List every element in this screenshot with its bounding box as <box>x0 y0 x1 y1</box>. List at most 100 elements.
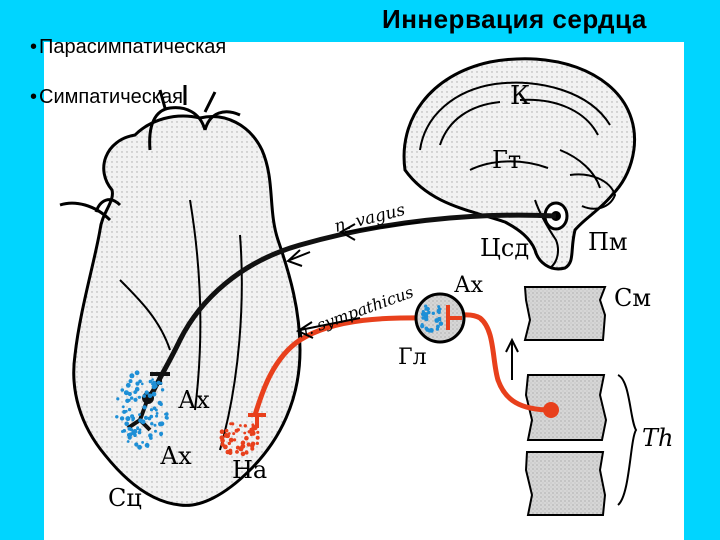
acetylcholine-dot <box>127 398 131 402</box>
acetylcholine-dot <box>137 395 141 399</box>
acetylcholine-dot <box>138 379 142 384</box>
noradrenaline-dot <box>240 443 246 449</box>
label-sympathicus: n. sympathicus <box>295 282 416 342</box>
acetylcholine-dot <box>126 440 130 443</box>
acetylcholine-dot <box>141 441 145 444</box>
noradrenaline-dot <box>231 422 235 426</box>
label-heart-na: На <box>232 456 267 484</box>
label-ganglion: Гл <box>398 345 427 370</box>
bullet-sympathetic-text: Симпатическая <box>39 86 183 108</box>
noradrenaline-dot <box>233 438 237 442</box>
bullet-marker: • <box>30 36 38 58</box>
acetylcholine-dot <box>424 317 429 322</box>
acetylcholine-dot <box>120 388 125 392</box>
acetylcholine-dot <box>164 415 169 420</box>
acetylcholine-dot <box>131 418 135 422</box>
acetylcholine-dot <box>134 370 140 376</box>
acetylcholine-dot <box>116 397 120 401</box>
acetylcholine-dot <box>125 416 131 422</box>
acetylcholine-dot <box>129 428 134 432</box>
noradrenaline-dot <box>243 431 247 435</box>
acetylcholine-dot <box>420 323 424 326</box>
noradrenaline-dot <box>244 435 249 441</box>
acetylcholine-dot <box>437 305 441 309</box>
vagus-fiber <box>147 212 557 400</box>
noradrenaline-dot <box>219 429 225 435</box>
acetylcholine-dot <box>437 316 442 321</box>
acetylcholine-dot <box>115 415 119 419</box>
acetylcholine-dot <box>133 397 138 402</box>
label-spinal-cord: См <box>614 284 651 312</box>
noradrenaline-dot <box>227 432 231 435</box>
acetylcholine-dot <box>160 388 165 392</box>
acetylcholine-dot <box>138 428 142 432</box>
acetylcholine-dot <box>130 396 134 400</box>
acetylcholine-dot <box>156 380 161 385</box>
noradrenaline-dot <box>240 440 246 445</box>
acetylcholine-dot <box>119 416 125 421</box>
acetylcholine-dot <box>122 409 127 414</box>
acetylcholine-dot <box>132 429 138 434</box>
label-vagus: n. vagus <box>332 200 407 237</box>
acetylcholine-dot <box>151 378 154 381</box>
acetylcholine-dot <box>127 407 132 412</box>
acetylcholine-dot <box>136 426 140 430</box>
noradrenaline-dot <box>255 435 260 440</box>
ganglion-synapse <box>446 305 462 330</box>
noradrenaline-dot <box>243 424 247 428</box>
acetylcholine-dot <box>133 390 138 394</box>
acetylcholine-dot <box>137 444 143 450</box>
acetylcholine-dot <box>155 412 159 415</box>
acetylcholine-dot <box>125 382 131 388</box>
label-cortex: К <box>510 81 530 111</box>
acetylcholine-dot <box>121 405 125 409</box>
label-heart: Сц <box>108 484 142 512</box>
acetylcholine-dot <box>128 379 133 384</box>
acetylcholine-dots-ganglion <box>420 304 444 333</box>
acetylcholine-dot <box>425 327 430 332</box>
acetylcholine-dot <box>142 394 146 398</box>
ascending-arrow <box>505 337 519 380</box>
acetylcholine-dot <box>155 414 159 418</box>
acetylcholine-dot <box>154 429 157 433</box>
acetylcholine-dot <box>138 413 141 416</box>
noradrenaline-dot <box>255 441 259 445</box>
sympathetic-terminal <box>248 413 266 428</box>
acetylcholine-dot <box>129 373 135 379</box>
acetylcholine-dot <box>159 431 164 436</box>
noradrenaline-dot <box>249 427 253 432</box>
noradrenaline-dot <box>246 442 251 447</box>
acetylcholine-dot <box>123 390 129 396</box>
acetylcholine-dot <box>134 386 140 392</box>
acetylcholine-dot <box>148 379 153 384</box>
bullet-parasympathetic-text: Парасимпатическая <box>39 36 227 58</box>
label-heart-ach-upper: Ах <box>178 386 210 414</box>
sympathetic-postganglionic <box>252 315 441 416</box>
thoracic-bracket <box>617 374 638 506</box>
acetylcholine-dot <box>421 316 426 320</box>
noradrenaline-dot <box>235 450 239 454</box>
noradrenaline-dot <box>240 451 246 457</box>
acetylcholine-dot <box>146 445 150 448</box>
brain-gyri <box>419 81 611 189</box>
acetylcholine-dot <box>122 429 127 433</box>
acetylcholine-dot <box>150 422 154 426</box>
acetylcholine-dot <box>149 408 154 412</box>
spinal-segment-middle <box>524 374 608 441</box>
spinal-segment-bottom <box>524 451 607 516</box>
acetylcholine-dot <box>158 421 163 427</box>
acetylcholine-dot <box>135 381 140 386</box>
noradrenaline-dot <box>251 423 255 427</box>
bullet-sympathetic: •Симпатическая <box>30 86 183 109</box>
noradrenaline-dot <box>247 430 251 434</box>
acetylcholine-dot <box>147 393 153 399</box>
acetylcholine-dot <box>147 416 152 421</box>
noradrenaline-dot <box>223 433 228 438</box>
acetylcholine-dot <box>159 402 163 407</box>
noradrenaline-dot <box>239 424 242 427</box>
noradrenaline-dot <box>228 437 234 443</box>
acetylcholine-dot <box>164 412 169 416</box>
spinal-segments <box>505 286 638 516</box>
noradrenaline-dot <box>227 441 231 446</box>
